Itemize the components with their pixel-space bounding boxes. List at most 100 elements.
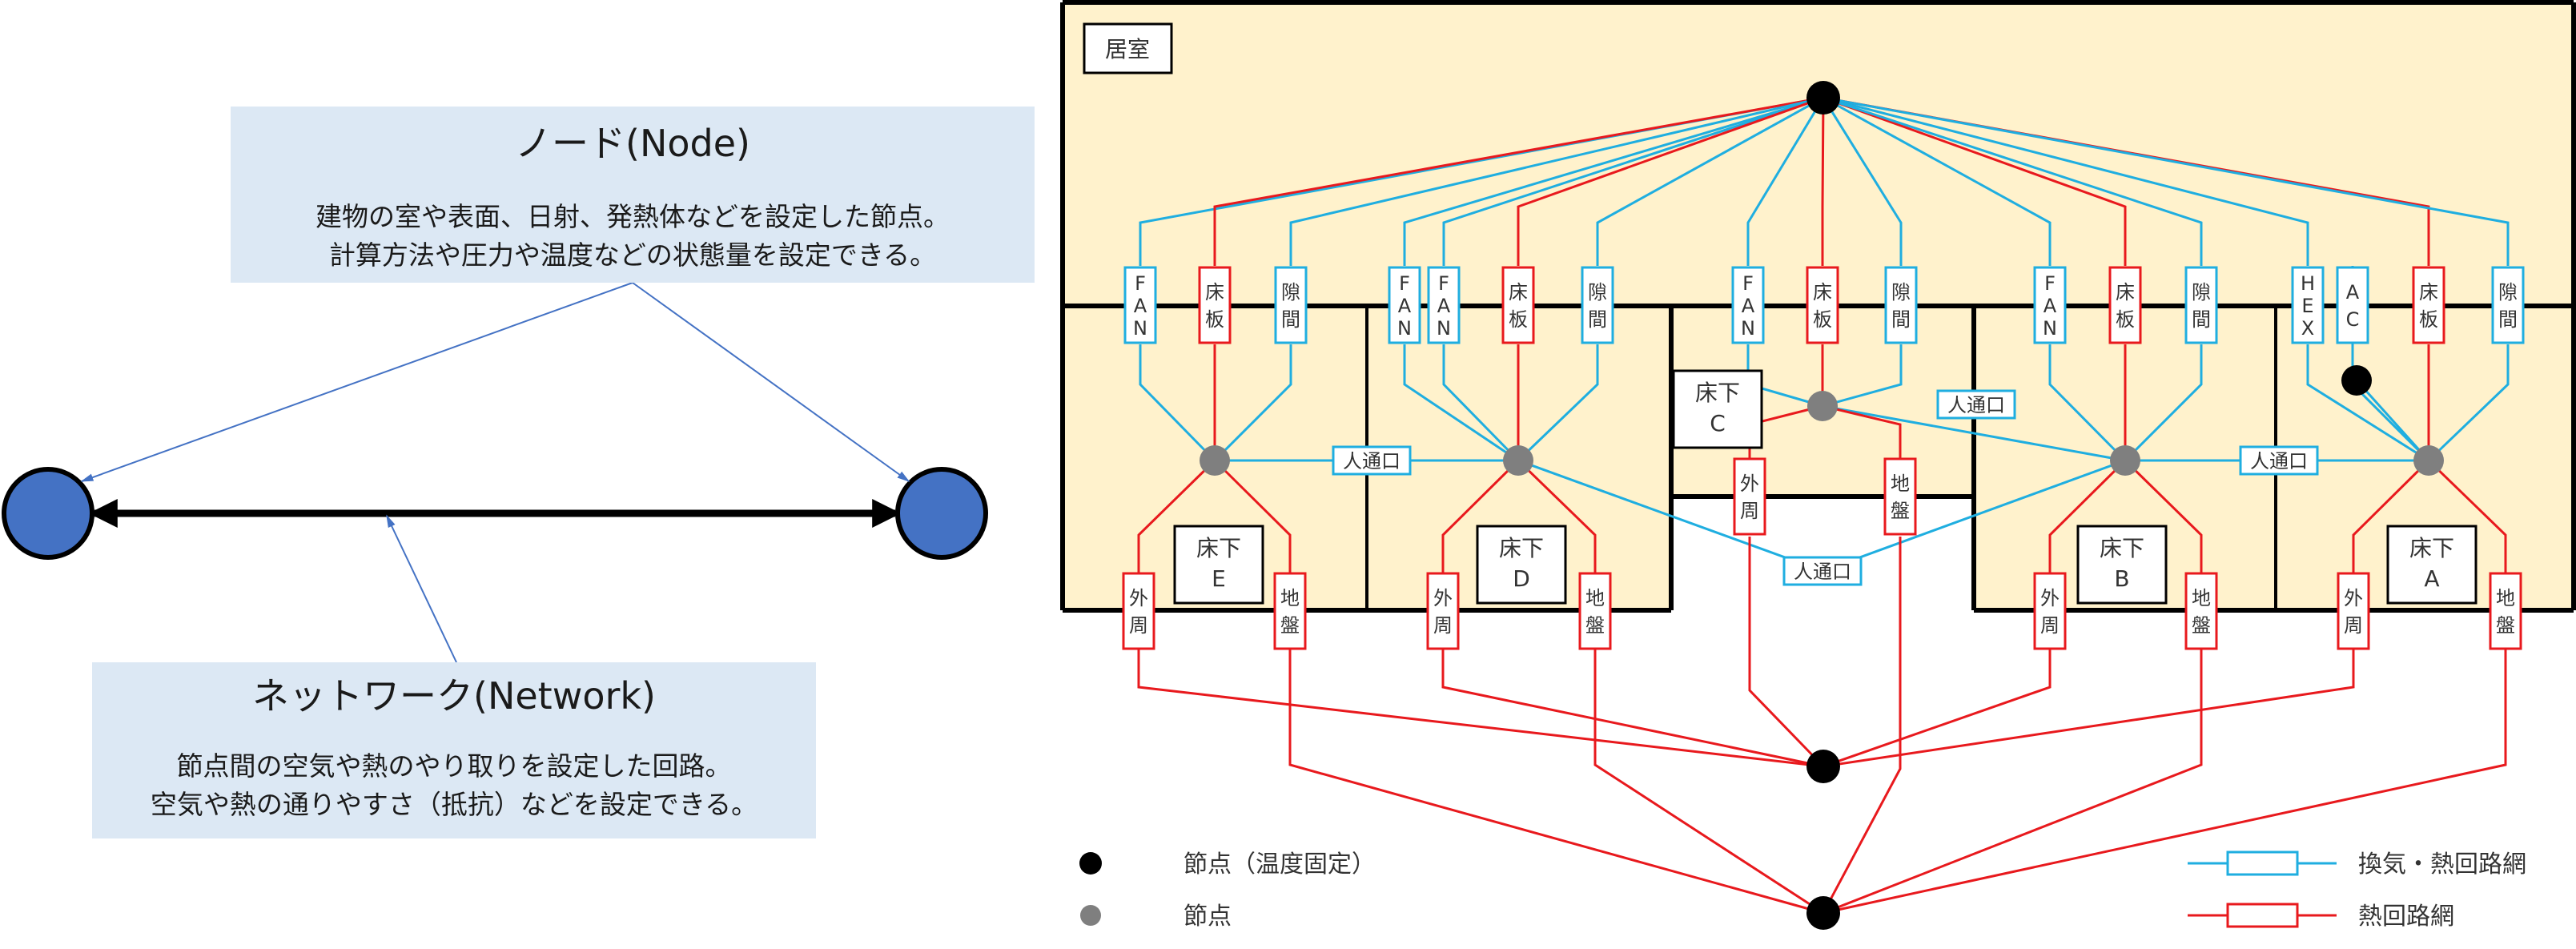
floor_plate-element-char: 床 [1509,281,1528,304]
node-title: ノード(Node) [515,122,750,165]
fan-element-char: N [1741,317,1755,340]
left-illustration [2,282,988,663]
ground-element [2184,572,2218,650]
legend-vent-heat-label: 換気・熱回路網 [2358,850,2526,879]
perimeter-element [1122,572,1155,650]
underfloor-label: E [1212,565,1226,592]
ground-link [1288,649,1824,915]
fan-element-char: N [1133,317,1147,340]
circuit-wires [1137,96,2510,915]
top-link [1289,96,1824,266]
legend-heat-label: 熱回路網 [2358,903,2454,931]
underfloor-node-a [2413,445,2444,476]
ac-element [2336,266,2369,344]
hex-element-char: H [2301,272,2315,295]
underfloor-label: 床下 [2409,535,2454,561]
gap-element [1274,266,1308,344]
perimeter-element-char: 外 [1740,472,1759,495]
fan-element-char: F [1438,272,1449,295]
floor_plate-element-char: 板 [1813,308,1832,331]
perimeter-element-char: 外 [2040,587,2060,609]
perimeter-element [1426,572,1460,650]
fan-element-char: F [2044,272,2056,295]
top-link [1822,96,2127,266]
ground-element [1273,572,1307,650]
gap-element [1581,266,1614,344]
fan-element-char: N [2043,317,2057,340]
ground-link [1822,649,2203,915]
ground-element-char: 地 [2192,587,2211,609]
ground-element-char: 地 [1891,472,1910,495]
ground-element-char: 盤 [2496,614,2515,637]
node-pointer-right [632,282,910,482]
passage-d-b-box-label: 人通口 [1794,561,1851,583]
hex-element-char: E [2301,295,2313,317]
node-circle-right [895,467,988,560]
top-link [1821,97,1825,266]
top-link [1822,96,2203,266]
top-link [1822,97,1903,266]
ground-element [1578,572,1612,650]
floor_plate-element-char: 板 [2419,308,2438,331]
floor_plate-element-char: 板 [1509,308,1528,331]
floor_plate-element-char: 床 [2419,281,2438,304]
legend-fixed-node-marker [1079,852,1102,875]
c-perimeter-ground [1748,537,1825,768]
ground-link [1822,649,2507,915]
floor_plate-element-char: 床 [2116,281,2135,304]
ground-element-char: 盤 [2192,614,2211,637]
circuit-nodes [1200,81,2444,930]
network-desc-line-1: 節点間の空気や熱のやり取りを設定した回路。 [176,750,732,782]
floor-link [1403,344,1519,462]
perimeter-element-char: 周 [2040,614,2060,637]
passage-b-a-box-label: 人通口 [2250,450,2308,472]
node-desc-line-2: 計算方法や圧力や温度などの状態量を設定できる。 [328,239,937,271]
floor_plate-element-char: 板 [2116,308,2135,331]
gap-element [2184,266,2218,344]
ground-link [1441,649,1824,768]
top-link [1596,96,1824,266]
fan-element [1123,266,1157,344]
floor_plate-element [2412,266,2445,344]
ground-link [1593,649,1824,915]
node-desc-line-1: 建物の室や表面、日射、発熱体などを設定した節点。 [315,201,950,232]
top-link [1822,96,2510,266]
passage-b-a-box [2239,445,2319,476]
underfloor-node-e [1200,445,1230,476]
node-pointer-left [80,282,633,482]
fan-element-char: N [1397,317,1412,340]
network-callout: ネットワーク(Network) 節点間の空気や熱のやり取りを設定した回路。 空気… [92,662,816,838]
perimeter-element [2337,572,2370,650]
legend-node-label: 節点 [1184,903,1232,931]
underfloor-label: A [2424,565,2439,592]
perimeter-element-char: 外 [1129,587,1148,609]
fan-element [1388,266,1421,344]
ac-fixed-node [2341,365,2372,396]
floor-link [1822,344,1903,408]
node-circle-left [2,467,94,560]
ground-element [1883,457,1917,536]
c-ground-ground [1822,537,1902,914]
underfloor-node-b [2110,445,2140,476]
gap-element [1884,266,1918,344]
ground-element-char: 地 [1585,587,1605,609]
top-link [1403,96,1824,266]
ground-element-char: 盤 [1891,500,1910,522]
ground-element-char: 地 [2496,587,2515,609]
top-link [1213,96,1824,266]
hex-element [2291,266,2325,344]
hex-element-char: X [2301,317,2314,340]
legend: 節点（温度固定） 節点 換気・熱回路網 熱回路網 [1079,850,2526,931]
ground-link [1137,649,1824,768]
legend-vent-heat-rect [2226,850,2299,876]
underfloor-label: 床下 [2100,535,2144,561]
legend-node-marker [1080,905,1101,926]
floor-link [1139,344,1216,462]
living-room-area [1063,2,2574,306]
floor_plate-element [1501,266,1535,344]
passage-d-b-box [1782,556,1863,586]
fan-element-char: A [1742,295,1755,317]
gap-element-char: 間 [2498,308,2518,331]
legend-heat-rect [2226,903,2299,928]
